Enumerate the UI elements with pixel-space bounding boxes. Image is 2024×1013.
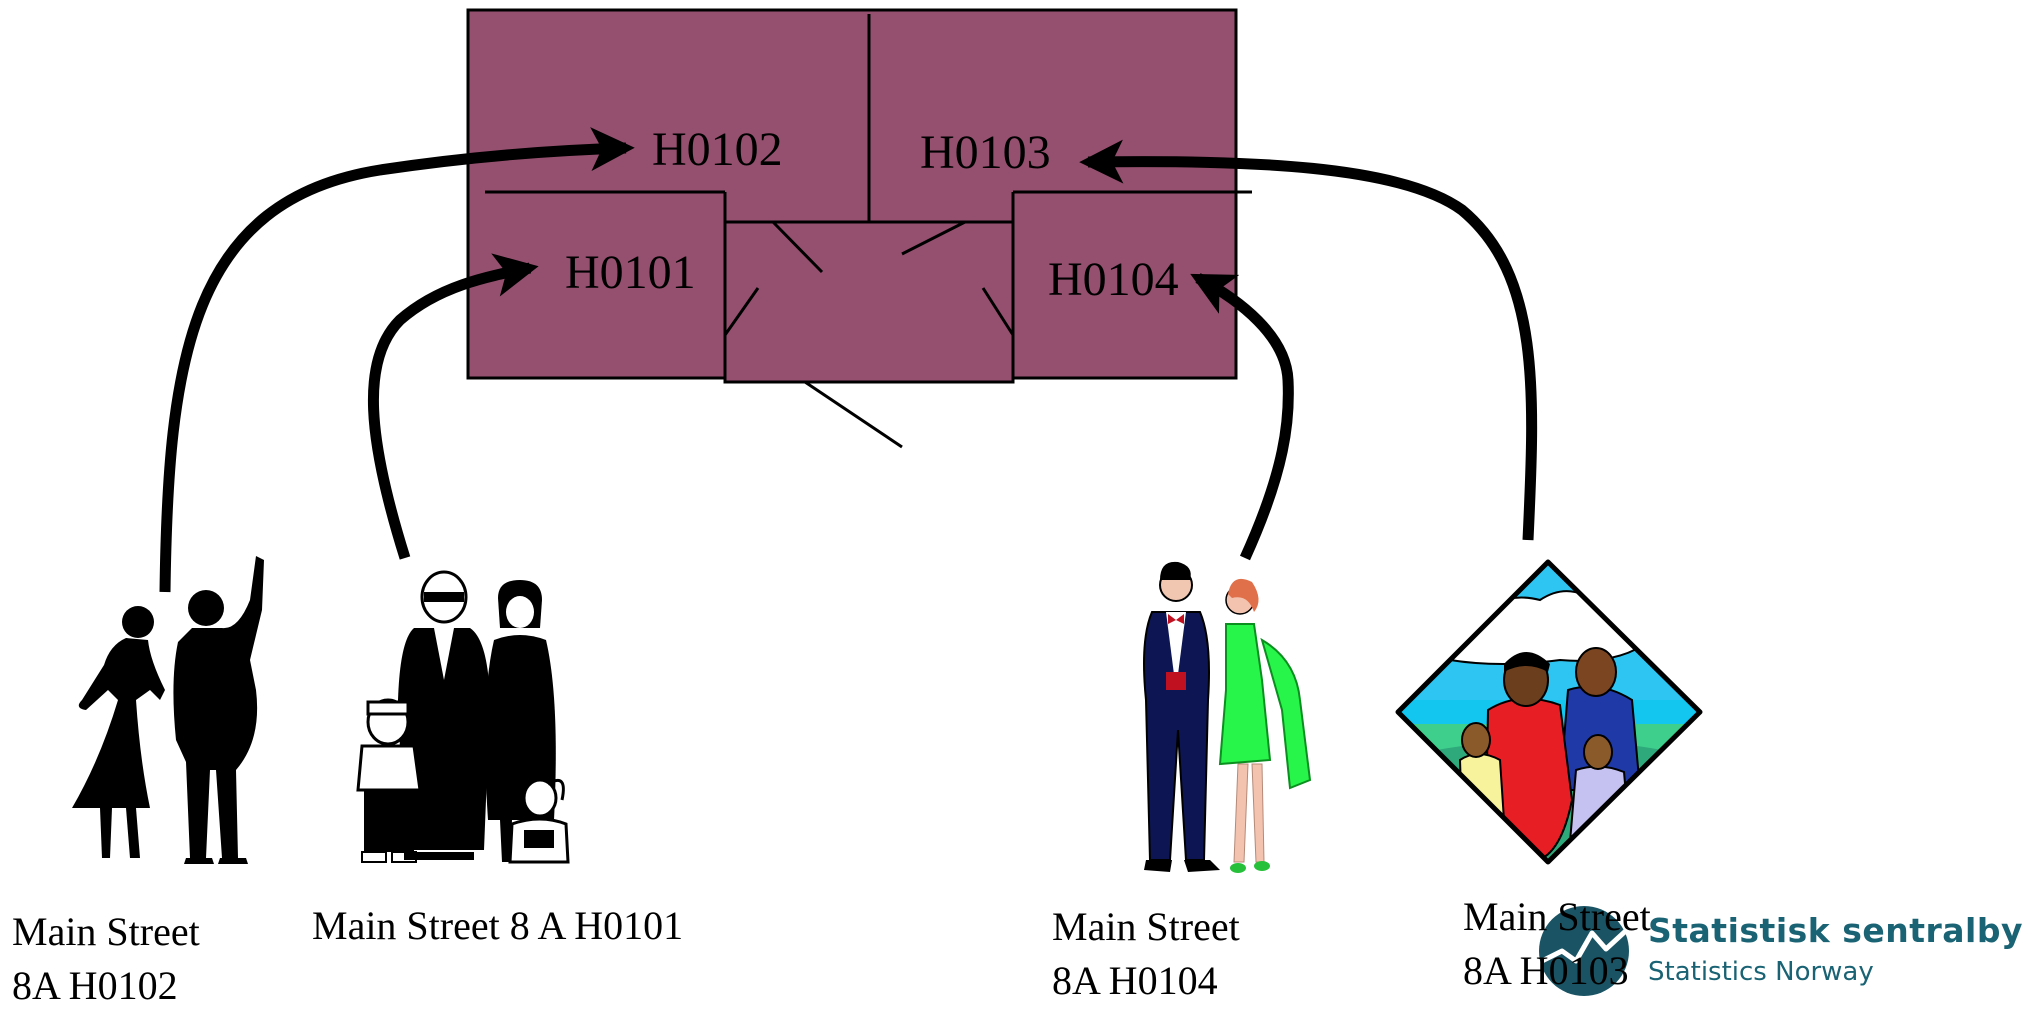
household-caption-h0101: Main Street 8 A H0101 [312, 899, 683, 953]
household-caption-line1: Main Street [1463, 894, 1651, 939]
logo-name: Statistisk sentralbyrå [1648, 911, 2024, 950]
interior-walls [485, 14, 1252, 449]
assignment-arrows [159, 127, 1538, 593]
logo-name-english: Statistics Norway [1648, 957, 1874, 987]
unit-label-h0102: H0102 [652, 123, 783, 176]
household-caption-line1: Main Street [1052, 904, 1240, 949]
household-caption-h0104: Main Street 8A H0104 [1052, 900, 1240, 1008]
household-caption-h0102: Main Street 8A H0102 [12, 905, 200, 1013]
household-caption-line1: Main Street [12, 909, 200, 954]
dancing-couple-silhouette-icon [72, 556, 264, 864]
arrow-to-h0104 [1190, 273, 1294, 561]
arrow-to-h0103 [1079, 139, 1538, 541]
unit-label-h0103: H0103 [920, 126, 1051, 179]
unit-label-h0101: H0101 [565, 246, 696, 299]
arrow-to-h0102 [159, 127, 635, 593]
arrow-to-h0101 [367, 253, 539, 560]
stairwell [723, 220, 1015, 384]
household-caption-line2: 8A H0103 [1463, 948, 1629, 993]
unit-label-h0104: H0104 [1048, 253, 1179, 306]
household-caption-line2: 8A H0102 [12, 963, 178, 1008]
evening-dress-couple-icon [1143, 561, 1312, 873]
family-silhouette-icon [356, 570, 570, 864]
household-caption-line2: 8A H0104 [1052, 958, 1218, 1003]
household-caption-h0103: Main Street 8A H0103 [1463, 890, 1651, 998]
family-diamond-icon [1395, 559, 1703, 865]
household-caption-line1: Main Street 8 A H0101 [312, 903, 684, 948]
ssb-logo: Statistisk sentralbyrå Statistics Norway [1520, 905, 2024, 997]
floor-plan [466, 8, 1238, 384]
ssb-logo-mark-icon [1539, 906, 1632, 996]
